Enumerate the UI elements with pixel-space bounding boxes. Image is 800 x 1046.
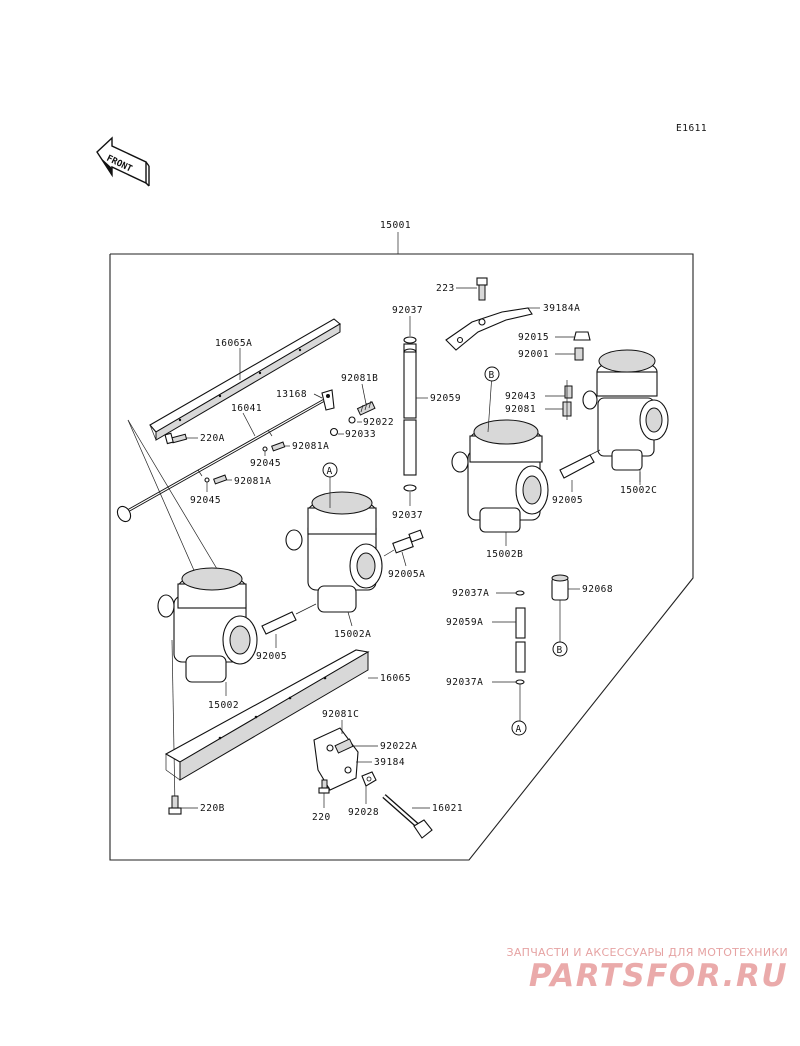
svg-text:B: B <box>489 370 495 381</box>
hose-92059 <box>403 336 417 492</box>
label-220b: 220B <box>200 803 225 814</box>
svg-text:B: B <box>557 645 563 656</box>
label-92028: 92028 <box>348 807 379 818</box>
watermark-subtitle: ЗАПЧАСТИ И АКСЕССУАРЫ ДЛЯ МОТОТЕХНИКИ <box>506 946 788 959</box>
label-16021: 16021 <box>432 803 463 814</box>
hose-92059a-2 <box>515 641 526 673</box>
label-92022a: 92022A <box>380 741 417 752</box>
screw-220 <box>318 779 330 794</box>
screw-223 <box>476 277 488 301</box>
label-92059: 92059 <box>430 393 461 404</box>
label-92043: 92043 <box>505 391 536 402</box>
callout-a-top: A <box>322 462 338 478</box>
carburetor-15002a <box>285 476 383 613</box>
label-15002a: 15002A <box>334 629 371 640</box>
bolt-16021 <box>382 794 433 839</box>
assembly-number: 15001 <box>380 220 411 231</box>
label-92037-mid: 92037 <box>392 510 423 521</box>
svg-text:A: A <box>516 724 522 735</box>
label-92081a-2: 92081A <box>234 476 271 487</box>
label-223: 223 <box>436 283 455 294</box>
label-39184: 39184 <box>374 757 405 768</box>
label-92081a-1: 92081A <box>292 441 329 452</box>
label-92045-2: 92045 <box>190 495 221 506</box>
linkage-bar-bottom <box>164 649 370 781</box>
clip-92033 <box>329 427 339 437</box>
label-92015: 92015 <box>518 332 549 343</box>
carburetor-15002c <box>582 349 669 485</box>
callout-b-top: B <box>484 366 500 382</box>
label-92033: 92033 <box>345 429 376 440</box>
spring-92081a-1 <box>271 441 286 452</box>
spring-92001 <box>574 347 584 361</box>
svg-text:A: A <box>327 466 333 477</box>
label-92037a-1: 92037A <box>452 588 489 599</box>
carburetor-15002 <box>157 567 258 683</box>
label-92005-right: 92005 <box>552 495 583 506</box>
label-16065: 16065 <box>380 673 411 684</box>
spring-92081a-2 <box>213 474 228 485</box>
pipe-92005-right <box>559 449 601 479</box>
watermark-brand: PARTSFOR.RU <box>528 958 788 994</box>
nut-92028 <box>361 771 377 787</box>
throttle-shaft <box>116 396 329 523</box>
bracket-39184 <box>313 727 359 791</box>
label-16041: 16041 <box>231 403 262 414</box>
pipe-92005-left <box>261 603 317 635</box>
fitting-92005a <box>383 529 424 557</box>
label-92081c: 92081C <box>322 709 359 720</box>
front-arrow-icon: FRONT <box>96 136 150 187</box>
linkage-bar-top <box>149 318 341 441</box>
label-92068: 92068 <box>582 584 613 595</box>
diagram-code: E1611 <box>676 123 707 134</box>
screw-220a <box>164 432 188 445</box>
label-15002c: 15002C <box>620 485 657 496</box>
washer-92022 <box>348 416 356 424</box>
label-92081b: 92081B <box>341 373 378 384</box>
lever-13168 <box>321 389 335 411</box>
label-92037-top: 92037 <box>392 305 423 316</box>
label-92081-right: 92081 <box>505 404 536 415</box>
watermark: ЗАПЧАСТИ И АКСЕССУАРЫ ДЛЯ МОТОТЕХНИКИ PA… <box>488 946 788 993</box>
label-39184a: 39184A <box>543 303 580 314</box>
screw-92015 <box>573 331 591 341</box>
washer-92045-1 <box>262 446 268 452</box>
label-220a: 220A <box>200 433 225 444</box>
cap-92037a-bottom <box>515 679 525 685</box>
carburetor-15002b <box>451 373 549 533</box>
label-92005-left: 92005 <box>256 651 287 662</box>
label-92022: 92022 <box>363 417 394 428</box>
label-92045-1: 92045 <box>250 458 281 469</box>
label-92037a-2: 92037A <box>446 677 483 688</box>
washer-92045-2 <box>204 477 210 483</box>
label-16065a: 16065A <box>215 338 252 349</box>
label-220: 220 <box>312 812 331 823</box>
label-13168: 13168 <box>276 389 307 400</box>
label-92059a: 92059A <box>446 617 483 628</box>
label-15002: 15002 <box>208 700 239 711</box>
label-92001: 92001 <box>518 349 549 360</box>
screw-92043 <box>564 385 573 399</box>
label-92005a: 92005A <box>388 569 425 580</box>
callout-b-bottom: B <box>552 641 568 657</box>
bracket-39184a <box>445 307 533 351</box>
screw-220b <box>168 795 182 815</box>
spring-92081b <box>356 400 376 416</box>
callout-a-bottom: A <box>511 720 527 736</box>
assembly-frame <box>109 253 694 861</box>
cap-92037a-top <box>515 590 525 596</box>
cap-92068 <box>551 574 569 601</box>
hose-92059a-1 <box>515 607 526 639</box>
label-15002b: 15002B <box>486 549 523 560</box>
